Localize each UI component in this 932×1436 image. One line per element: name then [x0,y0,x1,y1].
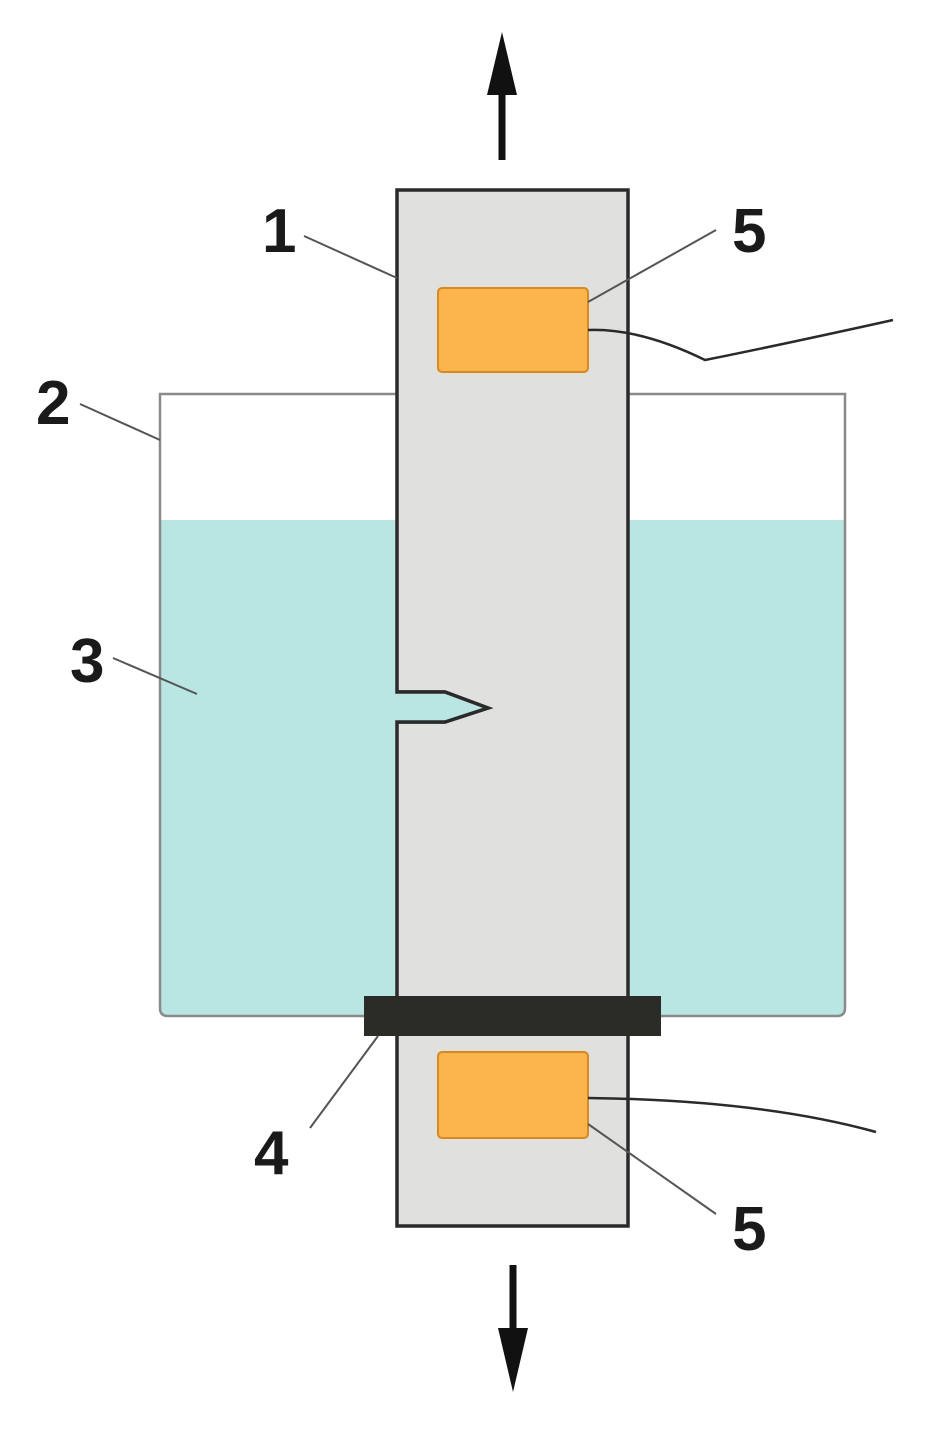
strain-gauge-bottom [437,1051,589,1139]
gauge-wire-bottom [587,1096,877,1134]
label-container: 2 [36,369,70,438]
leader-line-2 [79,403,161,441]
strain-gauge-top [437,287,589,373]
label-gauge-bottom: 5 [732,1195,766,1264]
leader-line-4 [309,1035,379,1129]
gauge-wire-top [587,318,894,362]
arrow-down-icon [498,1265,528,1392]
label-seal: 4 [254,1119,289,1188]
container [158,392,847,1018]
leader-line-3 [112,657,198,695]
label-specimen: 1 [262,197,296,266]
leader-line-5-bottom [587,1123,717,1215]
arrow-up-icon [487,32,517,160]
notch [397,690,494,724]
label-liquid: 3 [70,627,104,696]
label-gauge-top: 5 [732,197,766,266]
leader-line-5-top [587,229,717,303]
seal [364,996,661,1036]
leader-line-1 [303,235,398,279]
